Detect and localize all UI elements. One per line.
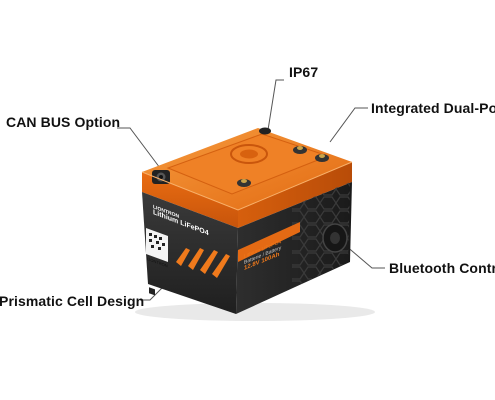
side-orange-band — [238, 162, 352, 228]
front-orange-stripes — [176, 248, 230, 278]
callout-can-bus: CAN BUS Option — [6, 114, 121, 130]
callout-leader-lines — [117, 79, 385, 301]
callout-prismatic: Prismatic Cell Design — [0, 293, 145, 309]
leader-bluetooth — [344, 244, 385, 269]
can-bus-connector — [152, 170, 170, 184]
callout-ip67: IP67 — [289, 64, 319, 80]
bluetooth-module — [322, 223, 348, 253]
side-orange-diagonal — [238, 222, 300, 262]
hex-texture — [292, 182, 350, 288]
lid-edge-highlight — [141, 161, 353, 211]
qr-code-label — [146, 228, 168, 296]
leader-dual-pole — [329, 107, 368, 143]
front-dark-panel — [142, 192, 238, 314]
ground-shadow — [135, 303, 375, 321]
callout-bluetooth: Bluetooth Contr — [389, 260, 495, 276]
front-orange-band — [142, 172, 238, 228]
dual-pole-terminals — [237, 146, 329, 187]
lid-logo-emblem — [230, 144, 268, 164]
ip67-vent-cap — [259, 127, 271, 135]
leader-ip67 — [267, 79, 284, 131]
callout-dual-pole: Integrated Dual-Po — [371, 100, 495, 116]
leader-can-bus — [117, 127, 161, 169]
